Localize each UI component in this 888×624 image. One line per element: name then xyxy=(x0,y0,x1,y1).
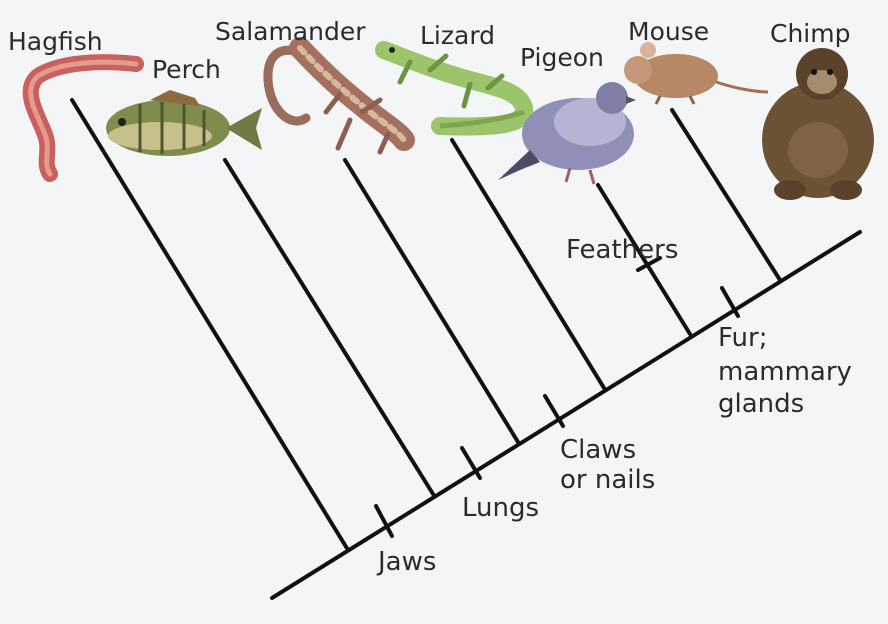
chimp-icon xyxy=(762,48,874,200)
branch-salamander xyxy=(343,158,520,444)
trait-fur-line2: mammary xyxy=(718,357,852,387)
label-mouse: Mouse xyxy=(628,17,709,46)
trait-lungs: Lungs xyxy=(462,493,539,523)
branch-perch xyxy=(223,158,435,496)
branch-lizard xyxy=(450,138,606,390)
label-hagfish: Hagfish xyxy=(8,27,103,56)
trait-jaws: Jaws xyxy=(376,547,436,577)
label-perch: Perch xyxy=(152,55,221,84)
jaws-tick xyxy=(374,504,394,538)
lungs-tick xyxy=(460,446,482,480)
fur-tick xyxy=(720,286,740,318)
mouse-icon xyxy=(624,42,769,105)
hagfish-icon xyxy=(22,54,144,182)
label-pigeon: Pigeon xyxy=(520,43,604,72)
salamander-icon xyxy=(263,37,415,155)
lizard-icon xyxy=(375,41,533,136)
trait-claws-line2: or nails xyxy=(560,465,655,495)
branch-hagfish xyxy=(70,98,350,552)
branch-pigeon xyxy=(596,183,692,336)
label-salamander: Salamander xyxy=(215,17,366,46)
claws-tick xyxy=(543,394,565,428)
trait-claws-line1: Claws xyxy=(560,435,636,465)
branch-mouse xyxy=(670,108,782,282)
label-lizard: Lizard xyxy=(420,21,495,50)
trait-feathers: Feathers xyxy=(566,235,678,265)
perch-icon xyxy=(106,90,262,156)
main-trunk xyxy=(270,230,862,600)
feathers-tick xyxy=(636,256,662,272)
trait-fur-line3: glands xyxy=(718,389,804,419)
pigeon-icon xyxy=(498,82,636,185)
trait-fur-line1: Fur; xyxy=(718,323,767,353)
label-chimp: Chimp xyxy=(770,19,850,48)
